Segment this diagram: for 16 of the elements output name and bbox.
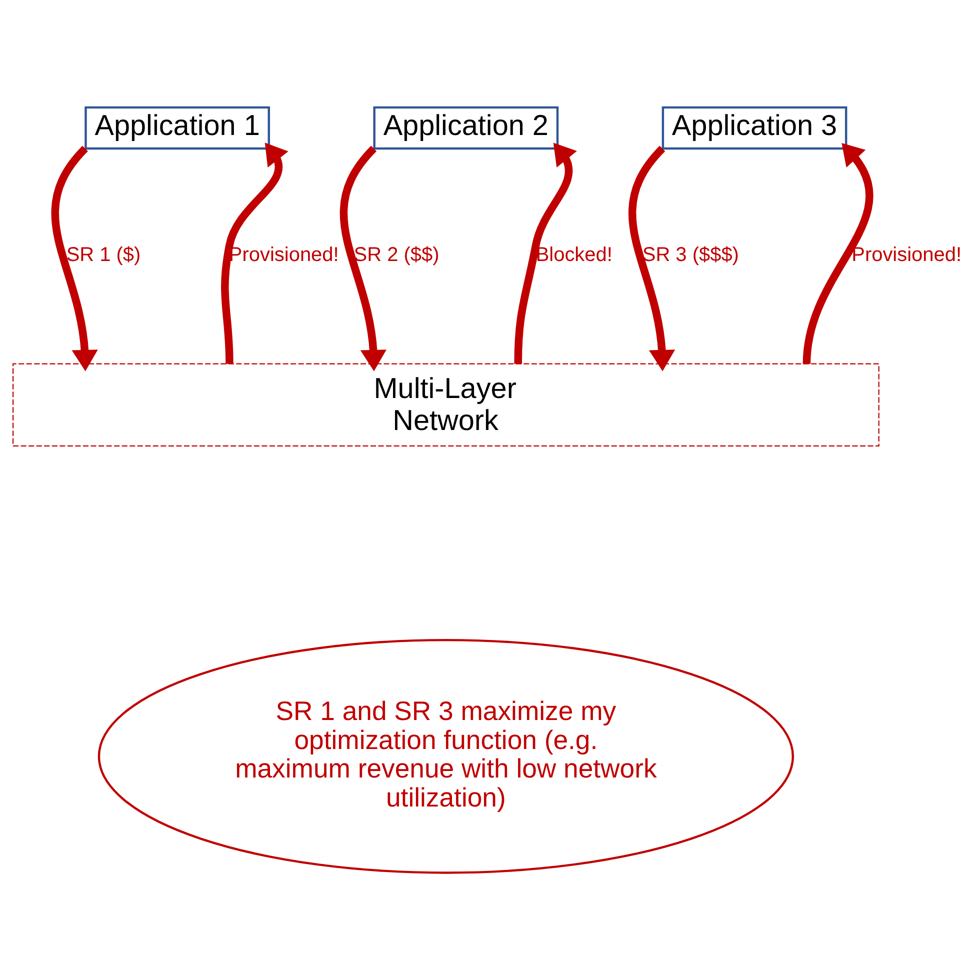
arrow (628, 145, 676, 371)
node-box: Application 1 (84, 106, 270, 150)
arrow (514, 142, 577, 364)
edge-label: SR 1 ($) (66, 244, 141, 266)
arrow (340, 145, 386, 371)
node-box: Application 2 (373, 106, 559, 150)
node-box: Application 3 (662, 106, 848, 150)
node-ellipse: SR 1 and SR 3 maximize my optimization function (e.g. maximum revenue with low network utilization) (98, 638, 794, 874)
edge-label: Blocked! (536, 244, 612, 266)
node-box: Multi-Layer Network (12, 362, 880, 446)
edge-label: Provisioned! (852, 244, 962, 266)
arrow (221, 142, 288, 364)
edge-label: SR 2 ($$) (354, 244, 440, 266)
arrow (51, 145, 98, 371)
edge-label: SR 3 ($$$) (642, 244, 739, 266)
arrow (802, 142, 873, 364)
